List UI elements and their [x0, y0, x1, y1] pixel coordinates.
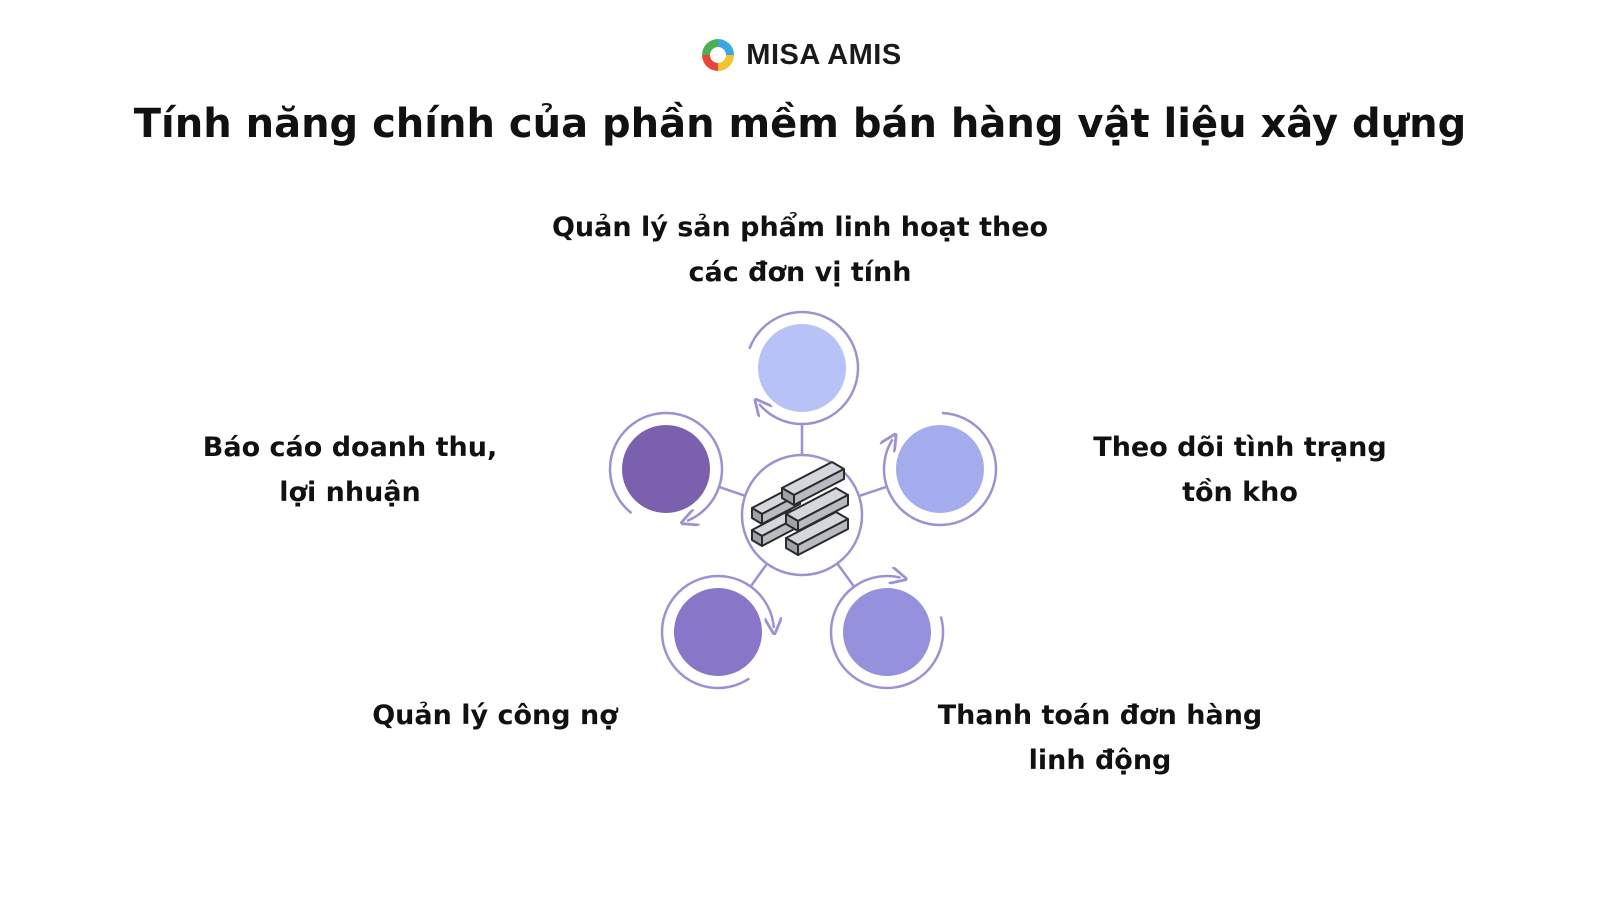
cycle-arrow-icon — [660, 574, 774, 690]
page-title: Tính năng chính của phần mềm bán hàng vậ… — [133, 101, 1467, 147]
center-node — [740, 453, 864, 577]
connector-bottom-left — [749, 563, 769, 588]
feature-label-left: Báo cáo doanh thu, lợi nhuận — [202, 432, 498, 508]
feature-circle-top — [758, 324, 846, 412]
feature-node-right — [884, 411, 998, 527]
feature-label-bottom-left: Quản lý công nợ — [372, 700, 618, 731]
misa-amis-logo-icon — [702, 39, 735, 71]
feature-node-bottom-left — [660, 574, 774, 690]
feature-circle-bottom-right — [843, 588, 931, 676]
connector-lines — [718, 424, 888, 588]
connector-right — [858, 485, 888, 498]
brand-name: MISA AMIS — [746, 38, 902, 71]
feature-circle-left — [622, 425, 710, 513]
steel-beams-icon — [751, 461, 849, 556]
feature-nodes — [608, 310, 998, 690]
feature-circle-bottom-left — [674, 588, 762, 676]
cycle-arrow-icon — [748, 310, 860, 426]
connector-bottom-right — [836, 562, 856, 588]
connector-left — [718, 485, 746, 497]
brand-header: MISA AMIS — [0, 30, 1600, 80]
feature-label-bottom-right: Thanh toán đơn hàng linh động — [937, 700, 1263, 776]
feature-node-left — [608, 411, 724, 525]
feature-label-right: Theo dõi tình trạng tồn kho — [1093, 432, 1387, 508]
feature-node-top — [746, 310, 860, 426]
feature-circle-right — [896, 425, 984, 513]
cycle-arrow-icon — [829, 576, 945, 690]
cycle-arrow-icon — [884, 411, 998, 527]
feature-label-top: Quản lý sản phẩm linh hoạt theo các đơn … — [551, 212, 1049, 288]
feature-node-bottom-right — [829, 576, 945, 690]
cycle-arrow-icon — [608, 411, 724, 521]
